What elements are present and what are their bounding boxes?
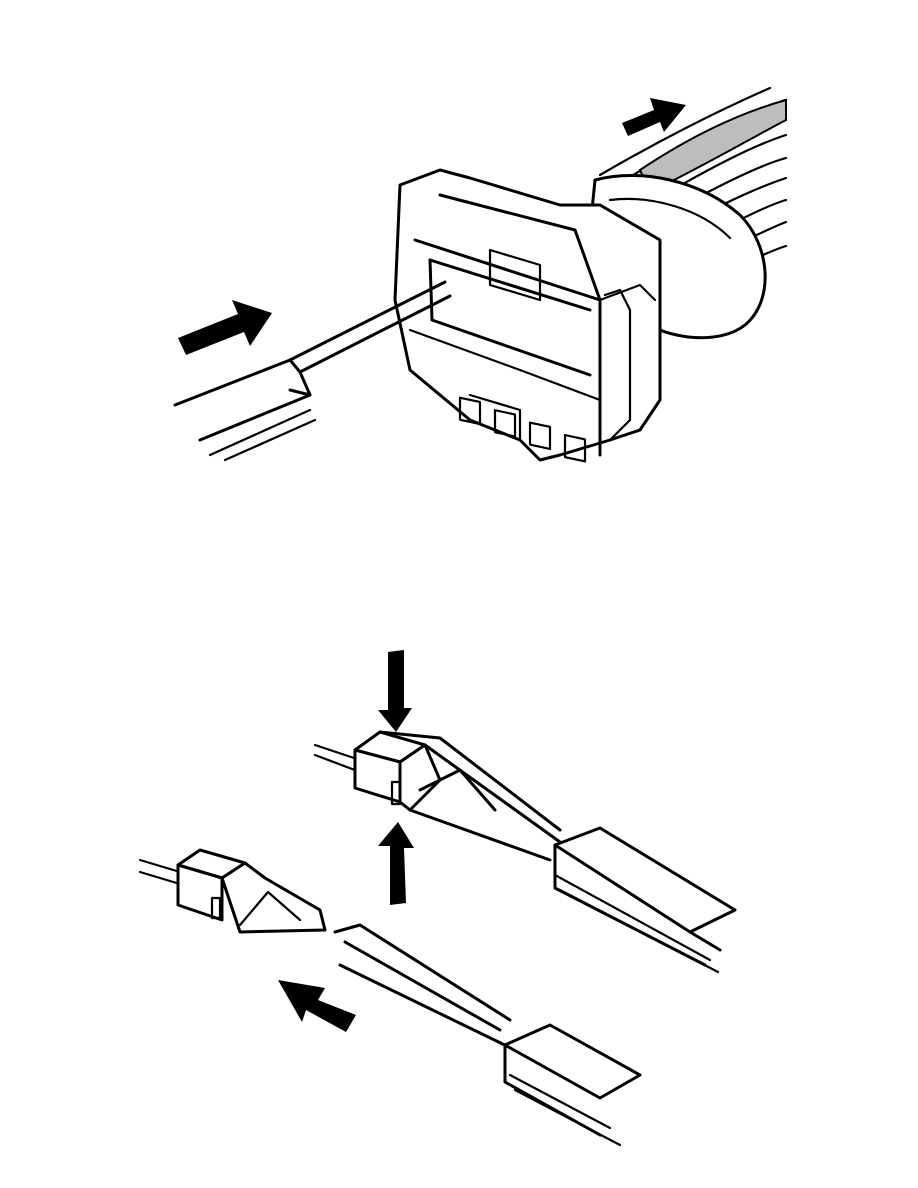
insertion-tool bbox=[333, 923, 642, 1147]
insert-arrow bbox=[278, 980, 356, 1032]
connector-release-svg bbox=[173, 86, 788, 463]
terminal-cavities bbox=[458, 396, 587, 463]
lower-terminal bbox=[138, 848, 327, 934]
push-tool-arrow bbox=[178, 300, 272, 355]
terminal-detail-svg bbox=[138, 650, 737, 1147]
connector-release-diagram bbox=[0, 0, 918, 520]
terminal-detail-diagram bbox=[0, 620, 918, 1188]
press-up-arrow bbox=[378, 822, 414, 905]
highlight-wire bbox=[638, 98, 787, 194]
upper-terminal bbox=[313, 730, 737, 974]
release-tool bbox=[173, 280, 452, 462]
press-down-arrow bbox=[378, 650, 412, 732]
pull-wire-arrow bbox=[622, 98, 686, 136]
connector-housing bbox=[393, 168, 662, 462]
